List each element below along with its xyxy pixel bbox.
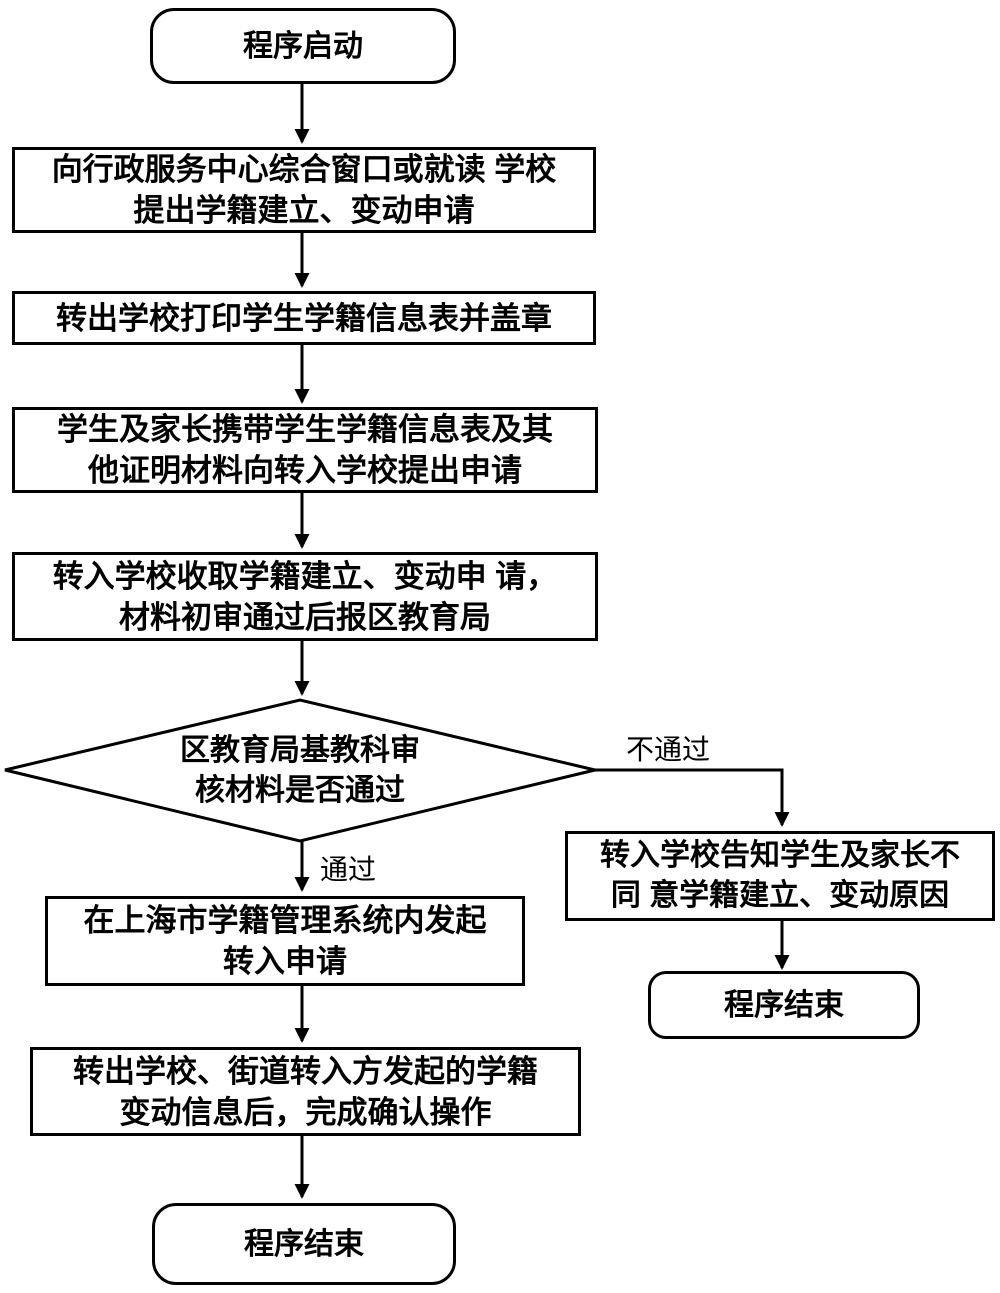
process-confirm-line2: 变动信息后，完成确认操作 <box>119 1094 492 1130</box>
decision-node: 区教育局基教科审 核材料是否通过 <box>50 700 550 841</box>
end-node-reject-label: 程序结束 <box>724 988 844 1022</box>
process-initiate-line1: 在上海市学籍管理系统内发起 <box>83 903 487 938</box>
process-print: 转出学校打印学生学籍信息表并盖章 <box>12 291 596 345</box>
end-node-reject: 程序结束 <box>648 971 920 1039</box>
process-apply: 向行政服务中心综合窗口或就读 学校 提出学籍建立、变动申请 <box>12 147 596 233</box>
process-collect-line1: 转入学校收取学籍建立、变动申 请， <box>52 558 558 594</box>
process-confirm-line1: 转出学校、街道转入方发起的学籍 <box>73 1053 538 1089</box>
process-submit-line1: 学生及家长携带学生学籍信息表及其 <box>57 412 553 447</box>
process-initiate: 在上海市学籍管理系统内发起 转入申请 <box>45 896 525 986</box>
process-notify-line1: 转入学校告知学生及家长不 <box>600 839 960 872</box>
end-node-main: 程序结束 <box>152 1203 456 1285</box>
pass-branch-label: 通过 <box>320 854 377 885</box>
process-confirm: 转出学校、街道转入方发起的学籍 变动信息后，完成确认操作 <box>30 1047 581 1136</box>
process-collect-line2: 材料初审通过后报区教育局 <box>119 599 491 635</box>
fail-branch-label: 不通过 <box>626 734 711 765</box>
start-node-label: 程序启动 <box>243 29 363 63</box>
process-initiate-line2: 转入申请 <box>223 944 347 979</box>
process-print-line1: 转出学校打印学生学籍信息表并盖章 <box>56 300 552 336</box>
process-collect: 转入学校收取学籍建立、变动申 请， 材料初审通过后报区教育局 <box>12 552 598 641</box>
end-node-main-label: 程序结束 <box>244 1227 364 1261</box>
process-apply-line2: 提出学籍建立、变动申请 <box>133 193 475 228</box>
process-notify: 转入学校告知学生及家长不 同 意学籍建立、变动原因 <box>565 831 995 921</box>
process-apply-line1: 向行政服务中心综合窗口或就读 学校 <box>51 152 557 187</box>
start-node: 程序启动 <box>150 8 456 84</box>
edge-decision-fail <box>595 768 790 827</box>
process-notify-line2: 同 意学籍建立、变动原因 <box>610 879 950 912</box>
process-submit-line2: 他证明材料向转入学校提出申请 <box>88 453 522 488</box>
decision-line1: 区教育局基教科审 <box>180 733 420 767</box>
decision-line2: 核材料是否通过 <box>195 773 405 807</box>
process-submit: 学生及家长携带学生学籍信息表及其 他证明材料向转入学校提出申请 <box>12 407 598 493</box>
